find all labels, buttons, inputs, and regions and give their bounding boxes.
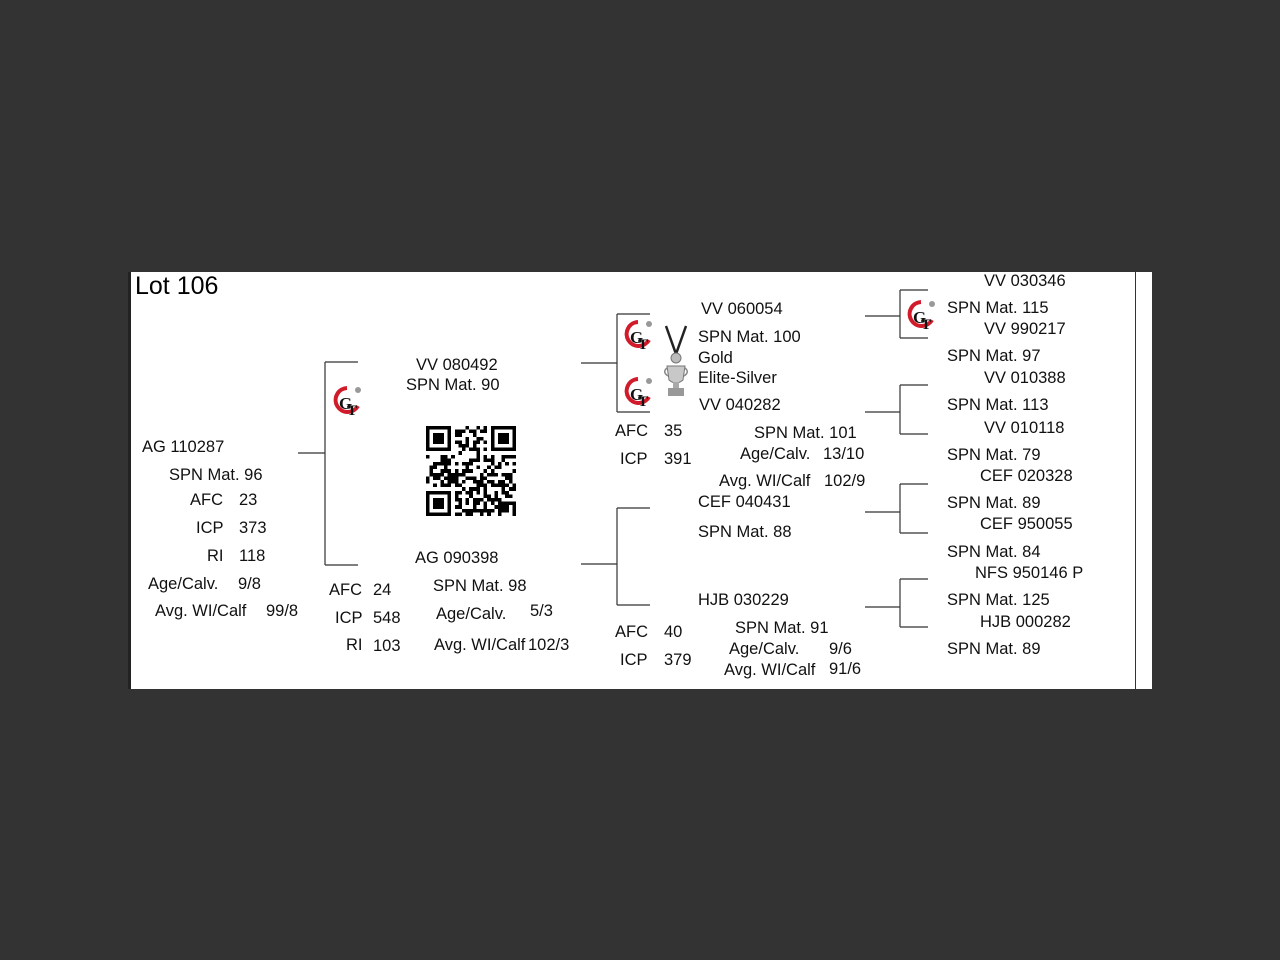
svg-text:T: T bbox=[638, 394, 648, 409]
sheet-right-border bbox=[1135, 272, 1136, 689]
dam-afc-value: 24 bbox=[373, 581, 392, 599]
g5-id: CEF 020328 bbox=[980, 467, 1073, 485]
svg-text:T: T bbox=[638, 337, 648, 352]
pedigree-sheet: Lot 106 G T G T G T G T AG 110287 SPN M bbox=[128, 272, 1152, 689]
g4-id: VV 010118 bbox=[984, 419, 1065, 437]
sire-spn: SPN Mat. 90 bbox=[406, 376, 500, 394]
subject-ri-value: 118 bbox=[239, 547, 266, 565]
sd-agecalv-value: 13/10 bbox=[823, 445, 865, 463]
dam-avgwi-value: 102/3 bbox=[528, 636, 570, 654]
sire-id: VV 080492 bbox=[416, 356, 498, 374]
svg-text:G: G bbox=[630, 328, 643, 347]
svg-text:G: G bbox=[630, 385, 643, 404]
sd-id: VV 040282 bbox=[699, 396, 781, 414]
g7-id: NFS 950146 P bbox=[975, 564, 1084, 582]
ds-spn: SPN Mat. 88 bbox=[698, 523, 792, 541]
g3-spn: SPN Mat. 113 bbox=[947, 396, 1049, 414]
dd-icp-label: ICP bbox=[620, 651, 648, 669]
dam-ri-value: 103 bbox=[373, 637, 401, 655]
sd-icp-label: ICP bbox=[620, 450, 648, 468]
sd-icp-value: 391 bbox=[664, 450, 692, 468]
subject-icp-label: ICP bbox=[196, 519, 224, 537]
g1-spn: SPN Mat. 115 bbox=[947, 299, 1049, 317]
sd-afc-label: AFC bbox=[615, 422, 648, 440]
dam-ri-label: RI bbox=[346, 636, 363, 654]
subject-icp-value: 373 bbox=[239, 519, 267, 537]
trophy-medal-icon bbox=[664, 325, 688, 396]
subject-afc-label: AFC bbox=[190, 491, 223, 509]
svg-text:G: G bbox=[913, 308, 926, 327]
subject-afc-value: 23 bbox=[239, 491, 258, 509]
sd-avgwi-label: Avg. WI/Calf bbox=[719, 472, 811, 490]
dam-avgwi-label: Avg. WI/Calf bbox=[434, 636, 526, 654]
subject-ri-label: RI bbox=[207, 547, 224, 565]
dd-icp-value: 379 bbox=[664, 651, 692, 669]
sd-avgwi-value: 102/9 bbox=[824, 472, 866, 490]
qr-code[interactable] bbox=[426, 426, 516, 516]
sheet-left-border bbox=[128, 272, 131, 689]
dam-icp-value: 548 bbox=[373, 609, 401, 627]
dd-spn: SPN Mat. 91 bbox=[735, 619, 829, 637]
g1-id: VV 030346 bbox=[984, 272, 1066, 290]
dd-agecalv-value: 9/6 bbox=[829, 640, 852, 658]
svg-text:T: T bbox=[921, 317, 931, 332]
svg-text:T: T bbox=[347, 403, 357, 418]
g7-spn: SPN Mat. 125 bbox=[947, 591, 1050, 609]
dam-icp-label: ICP bbox=[335, 609, 363, 627]
g6-id: CEF 950055 bbox=[980, 515, 1073, 533]
subject-agecalv-value: 9/8 bbox=[238, 575, 261, 593]
ss-id: VV 060054 bbox=[701, 300, 783, 318]
g2-spn: SPN Mat. 97 bbox=[947, 347, 1041, 365]
dam-id: AG 090398 bbox=[415, 549, 499, 567]
dam-agecalv-value: 5/3 bbox=[530, 602, 553, 620]
subject-avgwi-value: 99/8 bbox=[266, 602, 299, 620]
gt-logo-icon: G T bbox=[333, 386, 361, 418]
dd-afc-value: 40 bbox=[664, 623, 683, 641]
ss-award-elite: Elite-Silver bbox=[698, 369, 777, 387]
svg-text:G: G bbox=[339, 394, 352, 413]
g4-spn: SPN Mat. 79 bbox=[947, 446, 1041, 464]
pedigree-connector-lines bbox=[298, 289, 928, 628]
dam-spn: SPN Mat. 98 bbox=[433, 577, 527, 595]
dd-afc-label: AFC bbox=[615, 623, 648, 641]
g8-spn: SPN Mat. 89 bbox=[947, 640, 1041, 658]
dd-avgwi-label: Avg. WI/Calf bbox=[724, 661, 816, 679]
dam-afc-label: AFC bbox=[329, 581, 362, 599]
sd-agecalv-label: Age/Calv. bbox=[740, 445, 811, 463]
subject-id: AG 110287 bbox=[142, 438, 225, 456]
g2-id: VV 990217 bbox=[984, 320, 1066, 338]
subject-spn: SPN Mat. 96 bbox=[169, 466, 263, 484]
lot-number: Lot 106 bbox=[135, 272, 219, 300]
g6-spn: SPN Mat. 84 bbox=[947, 543, 1041, 561]
dam-agecalv-label: Age/Calv. bbox=[436, 605, 507, 623]
dd-id: HJB 030229 bbox=[698, 591, 789, 609]
gt-logo-icon: G T bbox=[624, 320, 652, 352]
subject-avgwi-label: Avg. WI/Calf bbox=[155, 602, 247, 620]
gt-logo-icon: G T bbox=[624, 377, 652, 409]
dd-agecalv-label: Age/Calv. bbox=[729, 640, 800, 658]
g5-spn: SPN Mat. 89 bbox=[947, 494, 1041, 512]
g8-id: HJB 000282 bbox=[980, 613, 1071, 631]
g3-id: VV 010388 bbox=[984, 369, 1066, 387]
ss-spn: SPN Mat. 100 bbox=[698, 328, 801, 346]
gt-logo-icon: G T bbox=[907, 300, 935, 332]
ss-award-gold: Gold bbox=[698, 349, 733, 367]
sd-spn: SPN Mat. 101 bbox=[754, 424, 857, 442]
sd-afc-value: 35 bbox=[664, 422, 683, 440]
subject-agecalv-label: Age/Calv. bbox=[148, 575, 219, 593]
ds-id: CEF 040431 bbox=[698, 493, 791, 511]
dd-avgwi-value: 91/6 bbox=[829, 660, 862, 678]
